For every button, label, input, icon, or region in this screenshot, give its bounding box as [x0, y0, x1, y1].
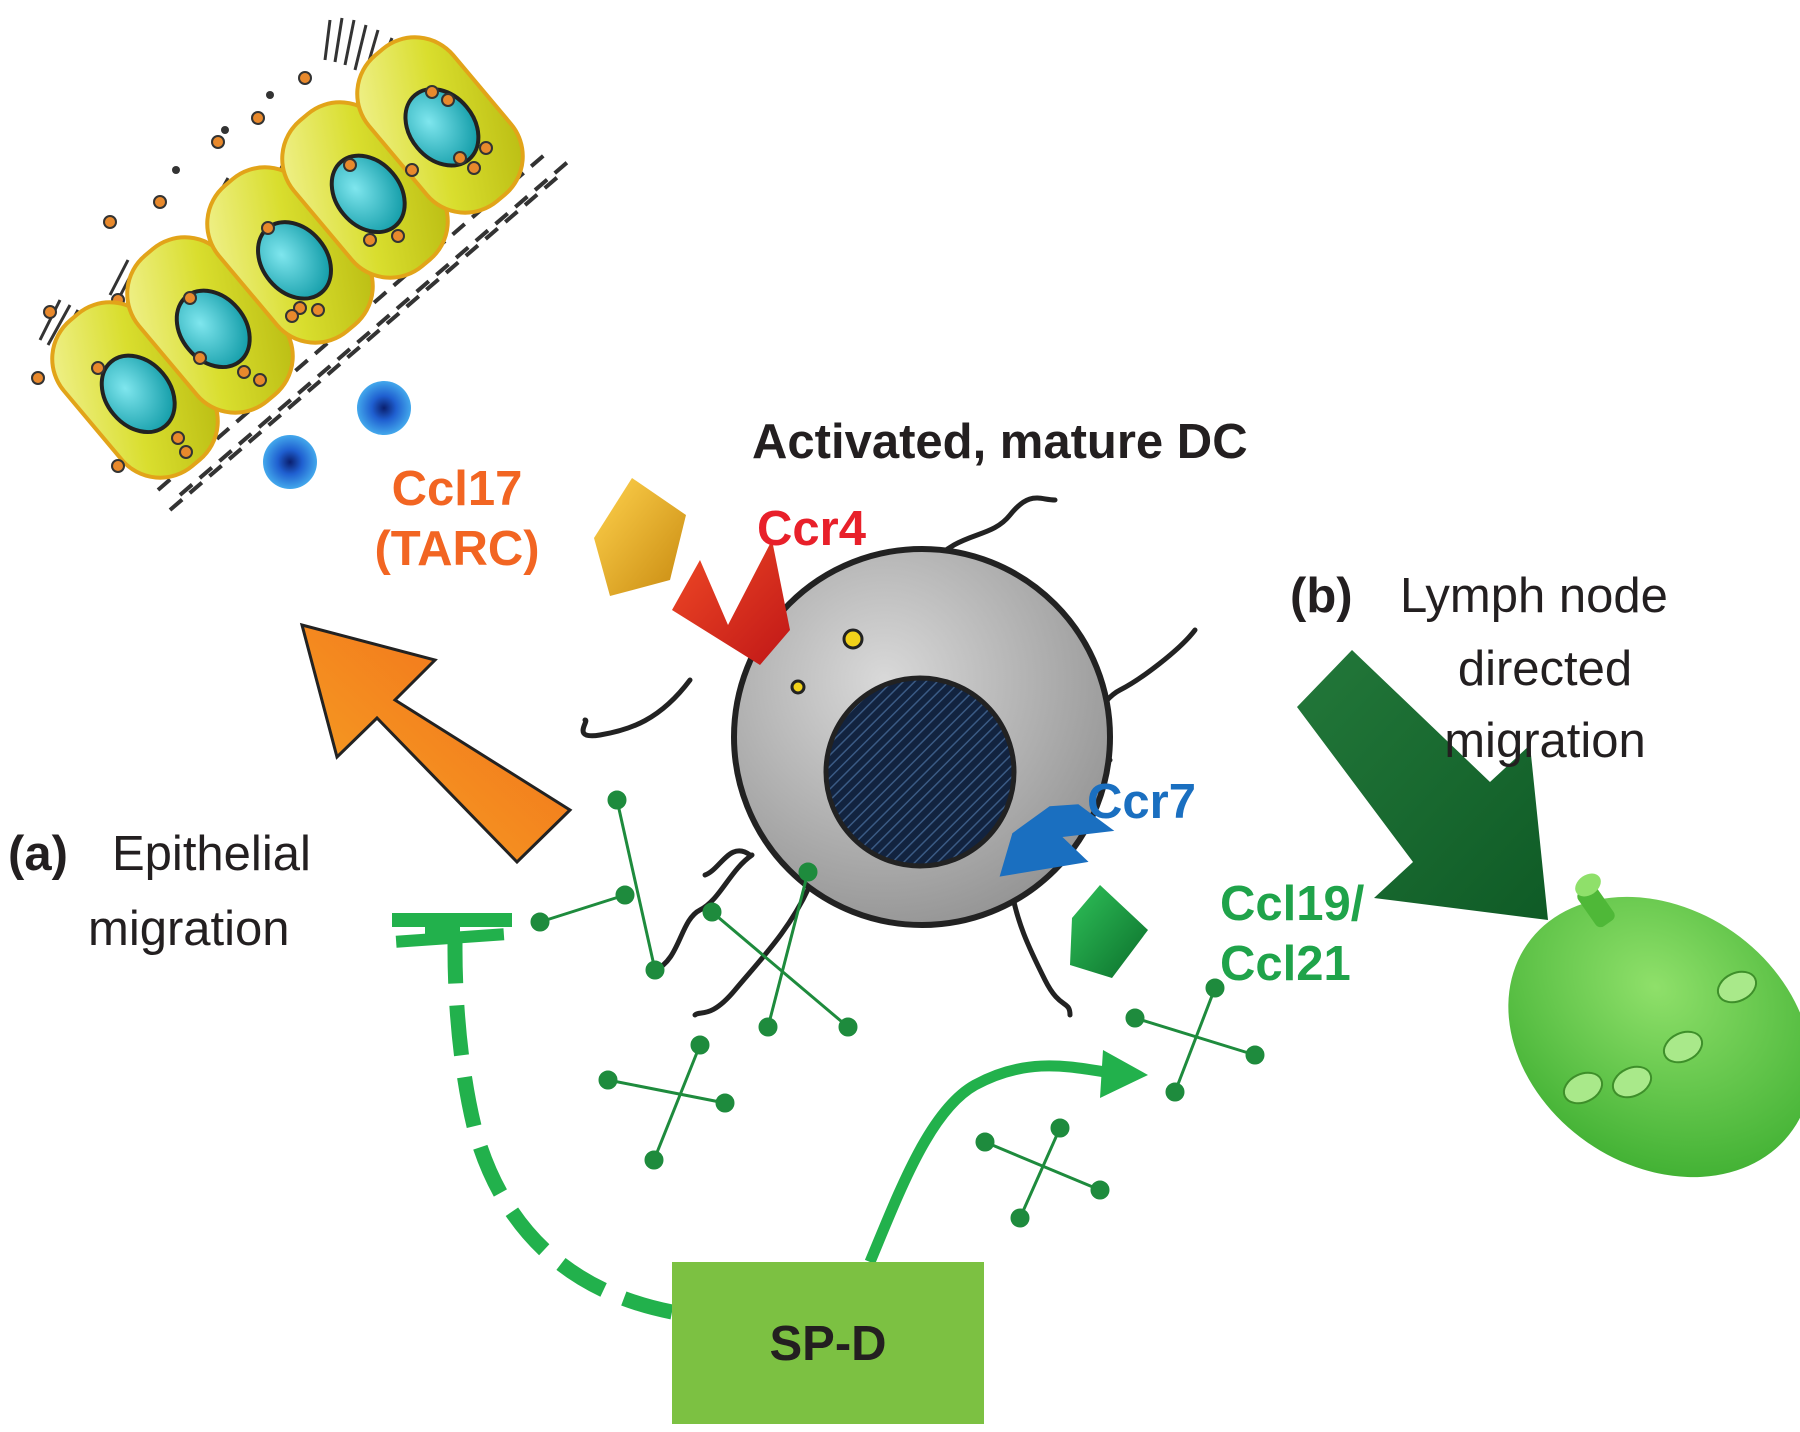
dc-title: Activated, mature DC [752, 415, 1248, 469]
basement-membrane-lines [156, 148, 572, 512]
epithelial-migration-line1: Epithelial [112, 827, 311, 881]
cross-molecule [1125, 978, 1265, 1102]
cross-molecule [975, 1118, 1110, 1228]
ccl17-label: Ccl17 [392, 462, 523, 516]
epithelial-cells [50, 35, 525, 480]
lymph-node-arrow [1297, 650, 1548, 920]
ccr4-label: Ccr4 [757, 502, 866, 556]
lymph-node-migration-marker: (b) [1290, 569, 1353, 623]
ccl21-label: Ccl21 [1220, 937, 1351, 991]
ccl19-ligand [1070, 885, 1148, 978]
activation-arrow [864, 1050, 1148, 1265]
cross-molecule [598, 1035, 735, 1170]
epithelial-migration-marker: (a) [8, 827, 68, 881]
epithelium-layer [31, 17, 572, 512]
ccl19-label: Ccl19/ [1220, 877, 1365, 931]
cross-molecule [702, 862, 858, 1037]
lymph-node-migration-line2: directed [1458, 642, 1632, 696]
lymph-node-migration-line1: Lymph node [1400, 569, 1668, 623]
ccr7-receptor [999, 804, 1115, 877]
lymph-node-nodules [1562, 970, 1758, 1105]
ccr7-label: Ccr7 [1087, 775, 1196, 829]
lymph-node [1508, 873, 1800, 1178]
ccr4-receptor [672, 540, 790, 665]
cross-molecule [530, 790, 665, 980]
small-dots [172, 91, 274, 174]
spd-label: SP-D [769, 1317, 886, 1371]
spd-box [672, 1262, 984, 1424]
epithelial-migration-line2: migration [88, 902, 290, 956]
inhibition-bar [392, 913, 512, 948]
lymph-node-migration-line3: migration [1444, 714, 1646, 768]
blue-vesicles [263, 381, 411, 489]
cross-molecules [530, 790, 1265, 1228]
spd-inhibition-path [392, 913, 674, 1320]
tarc-label: (TARC) [374, 522, 539, 576]
epithelial-migration-arrow [299, 622, 573, 865]
cell-granules [91, 85, 493, 473]
ccl17-ligand [594, 478, 686, 596]
